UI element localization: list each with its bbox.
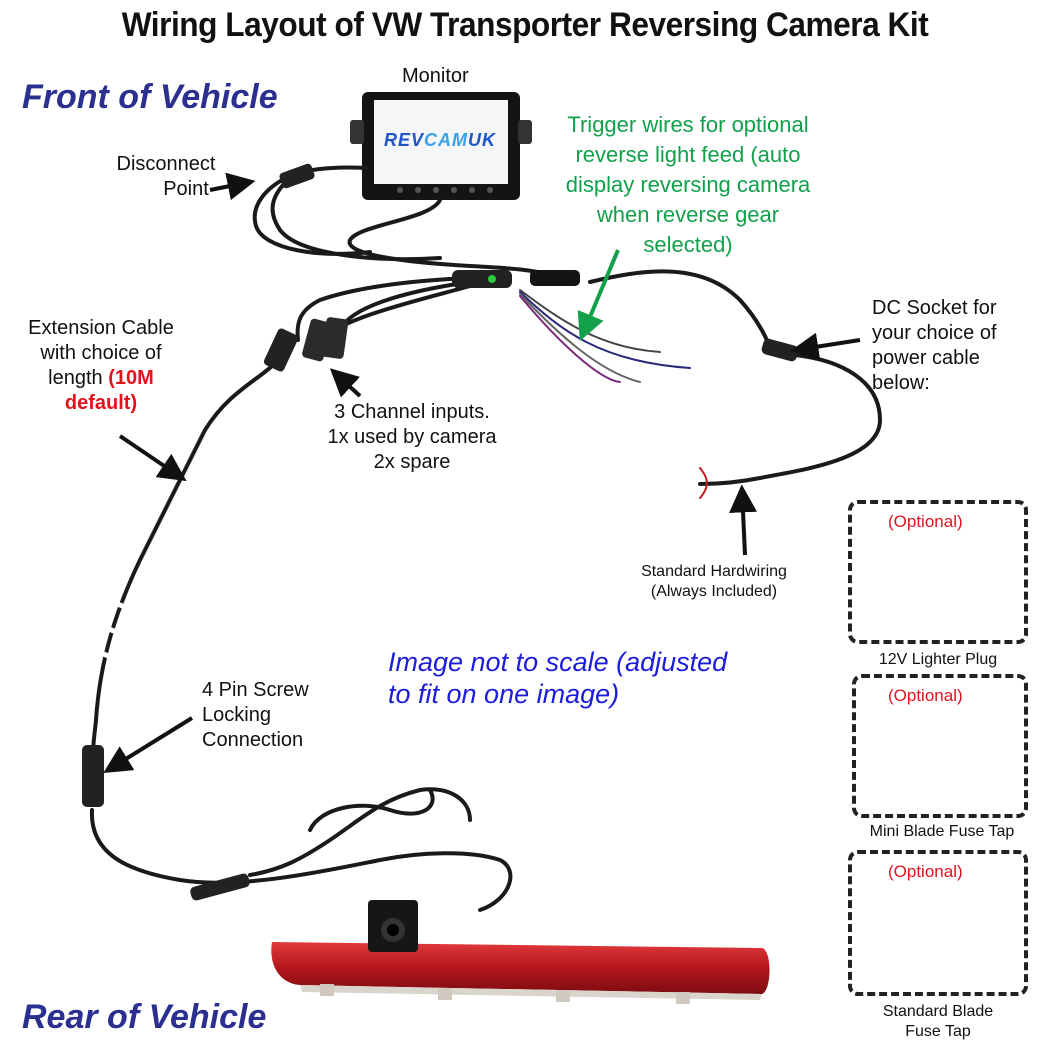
trigger-arrow (577, 249, 620, 342)
cable-markers (97, 599, 129, 661)
dc-line3: power cable (872, 347, 980, 369)
option-tag-standard-fuse: (Optional) (888, 862, 963, 881)
dc-socket-label: DC Socket for your choice of power cable… (872, 296, 997, 396)
monitor-label: Monitor (402, 65, 469, 87)
standard-fuse-line1: Standard Blade (882, 1003, 994, 1020)
option-tag-lighter: (Optional) (888, 512, 963, 531)
pin-line1: 4 Pin Screw (202, 679, 309, 701)
extension-line4: default) (64, 392, 138, 414)
cable-paths (89, 165, 883, 912)
extension-line1: Extension Cable (28, 317, 174, 339)
hardwiring-label: Standard Hardwiring (Always Included) (620, 562, 808, 602)
scale-note: Image not to scale (adjusted to fit on o… (388, 646, 727, 710)
annotation-arrows (103, 172, 861, 773)
disconnect-line1: Disconnect (116, 153, 216, 175)
brake-light-camera (271, 900, 770, 1004)
trigger-wires (519, 289, 708, 499)
brand-uk: UK (468, 130, 497, 150)
option-box-standard-fuse (848, 850, 1028, 996)
disconnect-label: Disconnect Point (96, 152, 236, 202)
pin-line2: Locking (202, 704, 271, 726)
trigger-line5: selected) (643, 232, 733, 257)
channels-line3: 2x spare (373, 451, 451, 473)
option-caption-mini-fuse: Mini Blade Fuse Tap (869, 823, 1015, 840)
trigger-line1: Trigger wires for optional (567, 112, 809, 137)
dc-line1: DC Socket for (872, 297, 997, 319)
pin-line3: Connection (202, 729, 304, 751)
connectors (82, 163, 799, 901)
disconnect-line2: Point (163, 178, 209, 200)
option-tag-mini-fuse: (Optional) (888, 686, 963, 705)
hardwiring-line1: Standard Hardwiring (641, 563, 787, 580)
monitor-device (350, 92, 532, 200)
option-caption-standard-fuse: Standard Blade Fuse Tap (848, 1002, 1028, 1042)
monitor-screen-brand: REVCAMUK (384, 130, 496, 151)
trigger-line2: reverse light feed (auto (575, 142, 801, 167)
trigger-wires-label: Trigger wires for optional reverse light… (538, 110, 838, 260)
dc-line4: below: (872, 372, 930, 394)
channels-line1: 3 Channel inputs. (334, 401, 490, 423)
extension-line3b: (10M (108, 367, 154, 389)
rear-of-vehicle-label: Rear of Vehicle (22, 998, 267, 1036)
trigger-line3: display reversing camera (565, 172, 811, 197)
standard-fuse-line2: Fuse Tap (905, 1023, 971, 1040)
option-box-mini-fuse (852, 674, 1028, 818)
brand-rev: REV (384, 130, 425, 150)
extension-line3a: length (48, 367, 109, 389)
option-caption-lighter: 12V Lighter Plug (878, 651, 998, 668)
extension-line2: with choice of (40, 342, 162, 364)
option-box-lighter (848, 500, 1028, 644)
front-of-vehicle-label: Front of Vehicle (22, 78, 278, 116)
page-title: Wiring Layout of VW Transporter Reversin… (121, 6, 929, 44)
channels-line2: 1x used by camera (327, 426, 497, 448)
trigger-line4: when reverse gear (596, 202, 780, 227)
brand-cam: CAM (424, 130, 469, 150)
scale-note-line2: to fit on one image) (388, 679, 620, 709)
hardwiring-line2: (Always Included) (650, 583, 778, 600)
pin-connection-label: 4 Pin Screw Locking Connection (202, 678, 309, 753)
extension-cable-label: Extension Cable with choice of length (1… (8, 316, 194, 416)
scale-note-line1: Image not to scale (adjusted (388, 647, 728, 677)
dc-line2: your choice of (872, 322, 997, 344)
channel-inputs-label: 3 Channel inputs. 1x used by camera 2x s… (302, 400, 522, 475)
